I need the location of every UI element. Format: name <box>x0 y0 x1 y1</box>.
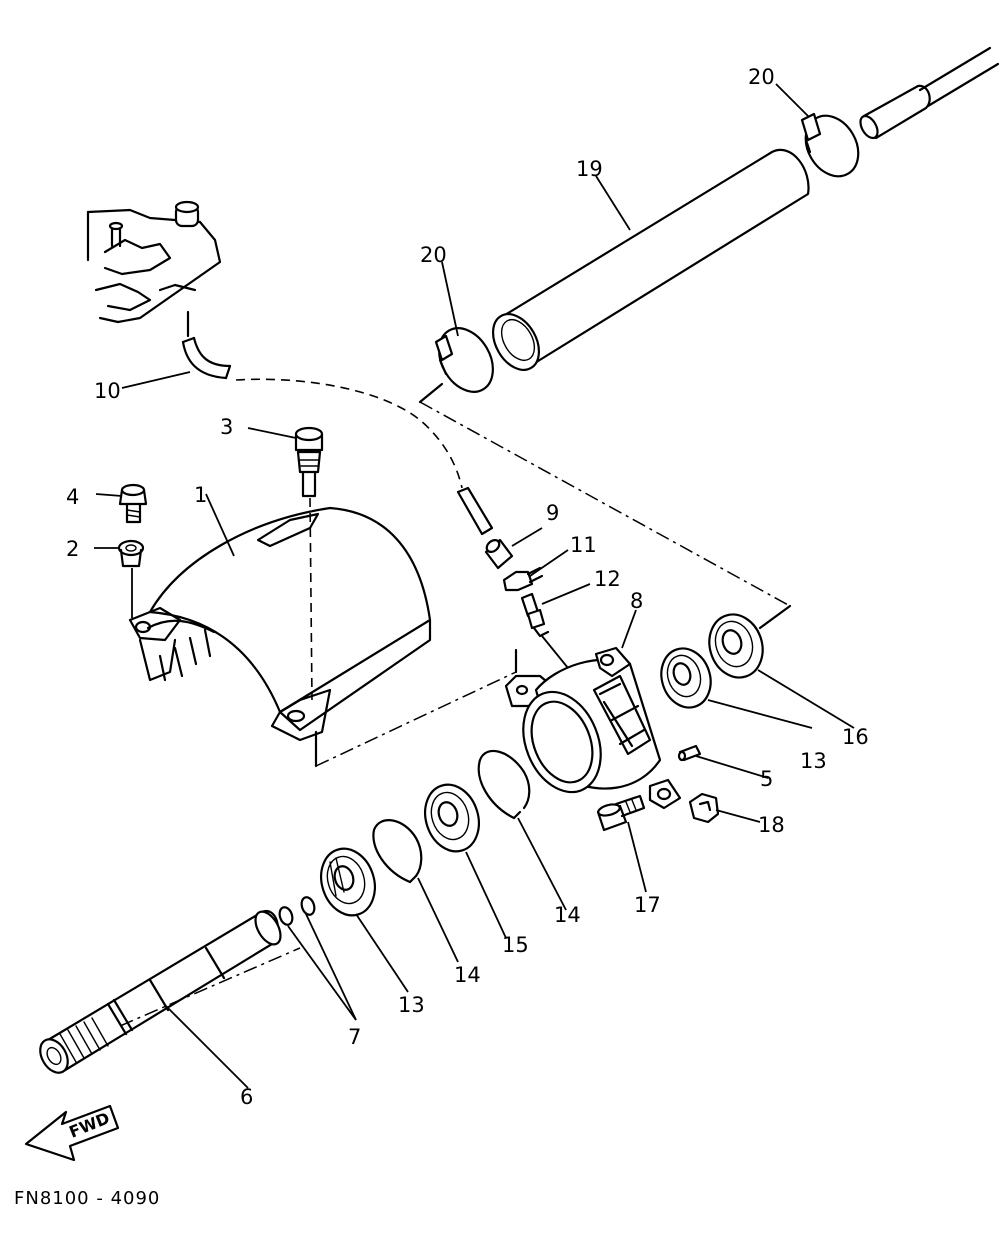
bolt-part-17 <box>596 794 646 832</box>
leader-lines <box>94 83 855 1089</box>
callout-16: 16 <box>842 725 869 749</box>
callout-11: 11 <box>570 533 597 557</box>
bearing-part-13-lower <box>320 847 376 917</box>
pin-part-5 <box>677 744 702 762</box>
callout-14-left: 14 <box>454 963 481 987</box>
callout-5: 5 <box>760 767 773 791</box>
callout-17: 17 <box>634 893 661 917</box>
guard-cover-part-1 <box>128 506 432 742</box>
nipple-part-9 <box>484 538 514 570</box>
bolt-part-4 <box>118 483 148 524</box>
callout-15: 15 <box>502 933 529 957</box>
clip-part-18 <box>688 792 720 824</box>
callout-1: 1 <box>194 483 207 507</box>
callout-14-right: 14 <box>554 903 581 927</box>
callout-7: 7 <box>348 1025 361 1049</box>
callout-19: 19 <box>576 157 603 181</box>
tube-part-19 <box>491 148 810 371</box>
fitting-part-11 <box>502 566 544 592</box>
callout-labels: 1 2 3 4 5 6 7 8 9 10 11 12 13 13 14 14 1… <box>66 65 869 1109</box>
fitting-part-12 <box>520 592 550 638</box>
callout-13-lower: 13 <box>398 993 425 1017</box>
collar-part-2 <box>117 539 145 568</box>
engine-fragment <box>86 200 222 324</box>
forward-direction-arrow: FWD <box>24 1104 120 1162</box>
callout-8: 8 <box>630 589 643 613</box>
callout-6: 6 <box>240 1085 253 1109</box>
hose-clamp-part-20-lower <box>434 327 494 393</box>
callout-10: 10 <box>94 379 121 403</box>
hose-part-10 <box>181 310 494 536</box>
callout-4: 4 <box>66 485 79 509</box>
callout-3: 3 <box>220 415 233 439</box>
callout-9: 9 <box>546 501 559 525</box>
callout-20-upper: 20 <box>748 65 775 89</box>
bearing-part-15 <box>424 783 480 853</box>
drive-shaft-part-6 <box>39 909 282 1074</box>
assembly-lines <box>119 382 792 1027</box>
callout-18: 18 <box>758 813 785 837</box>
callout-20-lower: 20 <box>420 243 447 267</box>
circlip-part-14-right <box>477 750 531 820</box>
bearing-part-13-upper <box>660 647 712 709</box>
hose-clamp-part-20-upper <box>800 112 860 178</box>
figure-code: FN8100 - 4090 <box>14 1188 160 1209</box>
circlip-part-14-left <box>372 819 423 884</box>
callout-12: 12 <box>594 567 621 591</box>
bearing-housing-part-8 <box>504 646 682 810</box>
fitting-part-3 <box>294 426 324 498</box>
bearing-part-16 <box>708 613 764 679</box>
callout-2: 2 <box>66 537 79 561</box>
callout-13-upper: 13 <box>800 749 827 773</box>
driveshaft-end <box>859 46 1000 140</box>
o-ring-part-7 <box>278 896 316 926</box>
